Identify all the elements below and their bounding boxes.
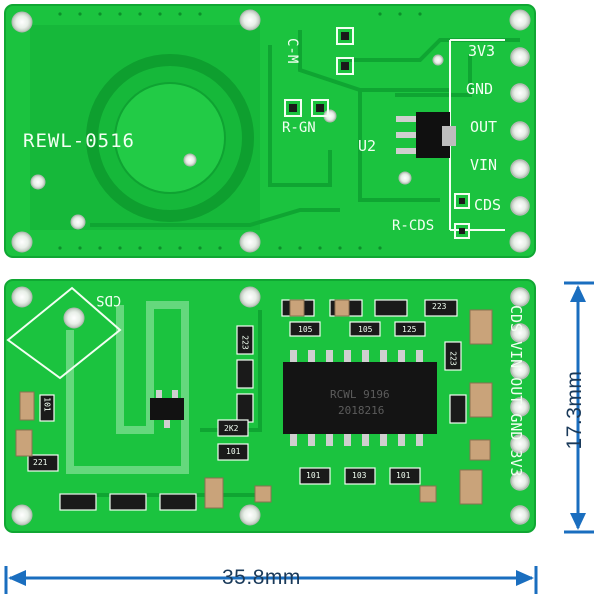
pin-label-out: OUT (470, 118, 498, 136)
width-dimension-label: 35.8mm (222, 566, 301, 589)
resistor-code-2: 105 (358, 325, 373, 334)
rgn-label: R-GN (282, 120, 316, 136)
height-dimension (564, 281, 594, 534)
height-dimension-label: 17.3mm (563, 370, 586, 450)
width-dimension (4, 566, 538, 594)
resistor-code-7: 101 (226, 447, 241, 456)
resistor-code-5: 223 (240, 335, 250, 350)
pin-label-gnd: GND (466, 80, 494, 98)
resistor-code-11: 221 (33, 458, 48, 467)
resistor-code-9: 101 (306, 471, 321, 480)
resistor-code-4: 125 (402, 325, 417, 334)
bottom-board (4, 279, 536, 533)
top-board (4, 4, 536, 258)
resistor-code-6: 223 (448, 351, 458, 366)
resistor-code-13: 101 (42, 397, 52, 412)
resistor-code-8: 103 (352, 471, 367, 480)
pin-labels-vertical: CDS VIN OUT GND 3V3 (507, 305, 525, 477)
pin-label-vin: VIN (470, 156, 498, 174)
resistor-code-12: 2K2 (224, 424, 239, 433)
model-label: REWL-0516 (23, 130, 135, 152)
chip-marking: RCWL 9196 (330, 388, 390, 401)
pin-label-cds: CDS (474, 196, 502, 214)
resistor-code-3: 105 (298, 325, 313, 334)
rcds-label: R-CDS (392, 218, 435, 234)
resistor-code-10: 101 (396, 471, 411, 480)
u2-label: U2 (358, 137, 377, 155)
cds-label-bottom: CDS (96, 292, 122, 308)
pin-label-3v3: 3V3 (468, 42, 496, 60)
chip-date: 2018216 (338, 404, 385, 417)
resistor-code-1: 223 (432, 302, 447, 311)
cm-label: C-M (284, 38, 300, 64)
